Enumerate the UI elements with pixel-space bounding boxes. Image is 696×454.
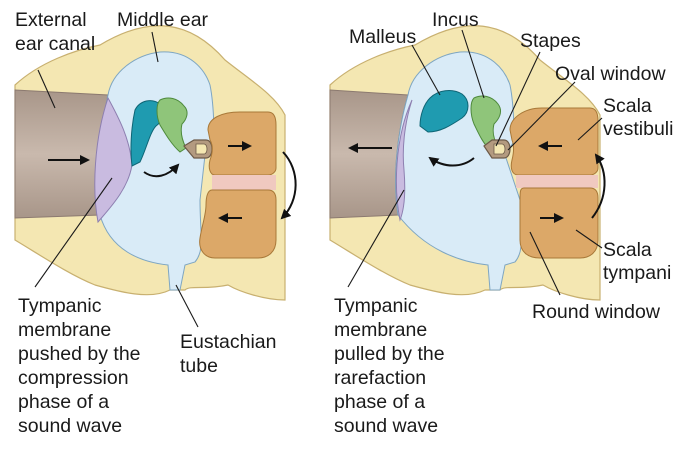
right-incus-leader (461, 29, 485, 99)
right-scala-tympani (519, 187, 599, 259)
left-malleus (130, 100, 164, 167)
left-middle-ear-label: Middle ear (117, 9, 209, 31)
right-panel: Malleus Incus Stapes Oval window Scala v… (329, 9, 673, 437)
left-middle-ear-leader (151, 31, 159, 63)
right-stapes-leader (495, 51, 541, 147)
right-malleus-leader (411, 44, 441, 96)
left-tympanic-membrane (94, 96, 133, 224)
left-scala-tympani (199, 189, 277, 259)
right-scala-tympani-label: Scala tympani (603, 239, 671, 284)
left-scala-vestibuli (207, 111, 277, 176)
right-incus-label: Incus (432, 9, 479, 31)
right-malleus (419, 90, 469, 133)
right-scala-tympani-leader (575, 229, 603, 249)
right-cochlear-partition (516, 175, 598, 188)
left-ear-canal-leader (37, 69, 56, 109)
left-tympanic-leader (34, 177, 113, 288)
right-cochlear-arrow (591, 153, 606, 219)
right-oval-window-leader (507, 81, 576, 151)
right-incus (470, 95, 501, 151)
left-external-ear-canal (14, 89, 109, 219)
right-ossicle-arrow (428, 156, 475, 167)
right-tympanic-membrane-label: Tympanic membrane pulled by the rarefact… (334, 295, 450, 437)
right-round-window-leader (529, 231, 561, 296)
left-eustachian-leader (175, 284, 199, 328)
left-tympanic-membrane-label: Tympanic membrane pushed by the compress… (18, 295, 146, 437)
left-external-ear-canal-label: External ear canal (15, 9, 95, 55)
right-stapes-label: Stapes (520, 30, 581, 52)
right-oval-window-label: Oval window (555, 63, 666, 85)
right-tympanic-leader (347, 189, 405, 288)
left-panel: External ear canal Middle ear Tympanic m… (14, 9, 297, 437)
right-scala-vestibuli-leader (577, 117, 603, 141)
right-round-window-label: Round window (532, 301, 661, 323)
left-incus (156, 97, 188, 153)
right-scala-vestibuli (509, 107, 599, 176)
right-tympanic-membrane (395, 99, 413, 222)
left-cochlear-partition (212, 175, 276, 190)
right-scala-vestibuli-label: Scala vestibuli (603, 95, 673, 140)
left-ossicle-arrow (143, 163, 180, 178)
right-malleus-label: Malleus (349, 26, 416, 48)
left-eustachian-tube-label: Eustachian tube (180, 331, 282, 377)
left-cochlear-arrow (280, 151, 297, 220)
